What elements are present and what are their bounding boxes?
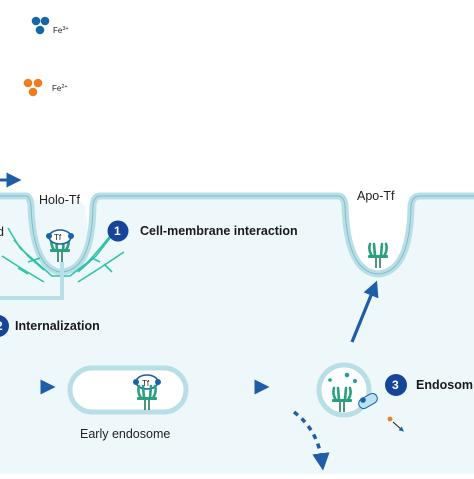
cell-membrane-outline [0,195,474,275]
receptor-apo-tf [366,242,390,270]
recycle-arrow [350,280,379,343]
step-1-number: 1 [114,224,121,238]
legend-fe3-label: Fe3+ [53,26,69,35]
release-arrow [392,421,404,432]
acidified-endosome [316,362,378,418]
step-2-badge: 2 [0,315,9,337]
step-2-number: 2 [0,319,3,333]
exit-dashed-arrow [292,410,330,471]
step-3-badge: 3 [385,374,407,396]
endosome-tf-tag: Tf [142,379,150,388]
legend-fe2: Fe2+ [23,78,68,97]
apo-tf-label: Apo-Tf [357,189,395,203]
step-1-label: Cell-membrane interaction [140,224,298,238]
step-2-label: Internalization [15,319,100,333]
early-endosome: Tf [67,365,189,415]
released-fe2 [387,416,393,422]
holo-tf-tag: Tf [54,233,62,242]
early-endosome-label: Early endosome [80,427,170,441]
left-cut-label: d [0,225,4,239]
step-1-badge: 1 [107,220,129,242]
holo-tf: Tf [46,229,74,245]
step-3-number: 3 [392,378,399,392]
step-3-label: Endosom [416,378,473,392]
holo-tf-label: Holo-Tf [39,193,81,207]
pit-stalk [0,262,64,300]
legend-fe2-label: Fe2+ [52,84,68,93]
legend-fe3: Fe3+ [31,16,69,35]
